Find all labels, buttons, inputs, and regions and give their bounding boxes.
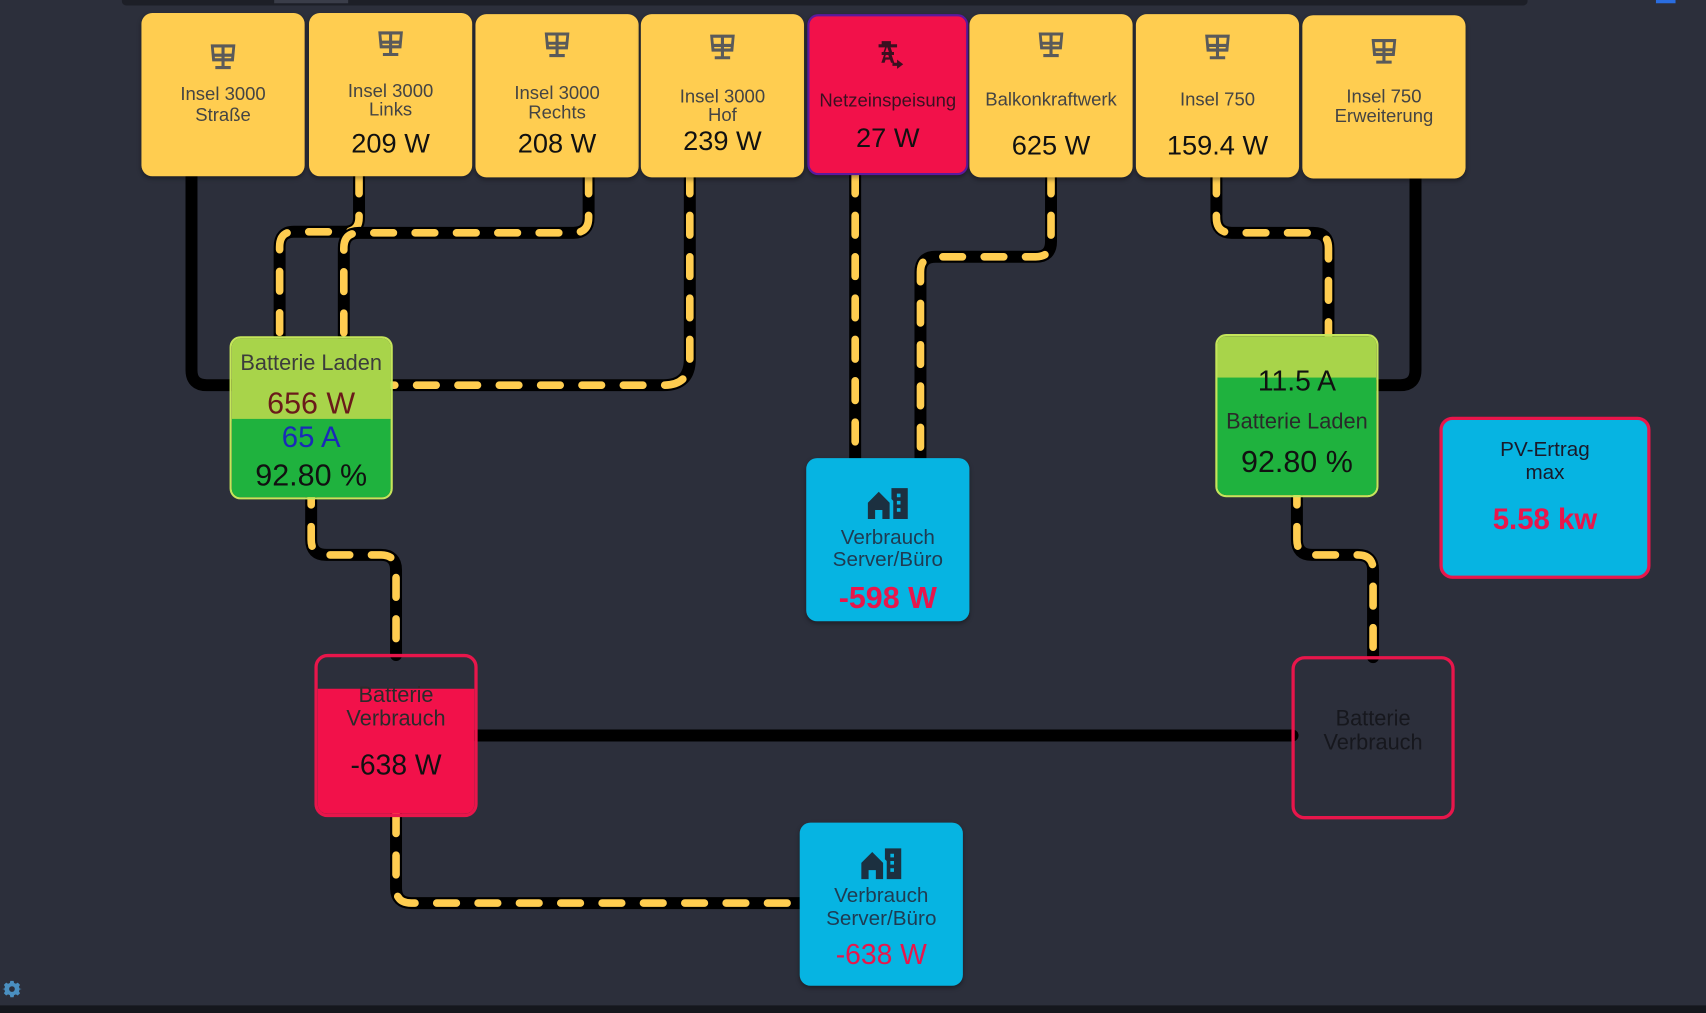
house-building-icon	[861, 848, 902, 880]
house-building-icon	[867, 488, 908, 520]
wire-rechts-battery-flow	[340, 170, 593, 344]
battery-left-level	[231, 418, 391, 498]
source-label: Insel 750	[1179, 89, 1256, 110]
wire-right-battery-use	[1290, 490, 1380, 664]
source-tile-insel3000-strasse[interactable]: Insel 3000 Straße	[141, 13, 305, 177]
wire-hof-battery-flow	[387, 170, 694, 389]
battery-use-value: -638 W	[350, 748, 442, 782]
solar-panel-icon	[1038, 32, 1064, 58]
wire-battery-use-consumer-flow	[392, 810, 807, 907]
wire-left-battery-use	[305, 490, 403, 662]
wire-balkon-consumer-flow	[916, 170, 1055, 463]
battery-use-left-fill	[317, 688, 475, 814]
bottom-bar	[0, 1005, 1706, 1013]
source-label: Insel 3000	[180, 83, 266, 105]
top-corner-indicator	[1655, 0, 1676, 4]
consumer-value: -638 W	[835, 937, 927, 971]
solar-panel-icon	[1371, 38, 1397, 64]
battery-right-soc: 92.80 %	[1241, 445, 1353, 479]
source-label: Netzeinspeisung	[819, 90, 957, 111]
battery-use-left-tile[interactable]: Batterie Verbrauch -638 W	[314, 653, 478, 818]
battery-left-current: 65 A	[281, 421, 341, 454]
source-sublabel: Straße	[195, 104, 251, 126]
battery-right-label: Batterie Laden	[1226, 410, 1368, 435]
source-tile-netzeinspeisung[interactable]: Netzeinspeisung 27 W	[807, 14, 969, 176]
consumer-bottom-tile[interactable]: Verbrauch Server/Büro -638 W	[799, 822, 963, 986]
wire-balkon-consumer	[914, 168, 1058, 466]
wire-erweiterung-battery	[1371, 168, 1422, 392]
source-value: 159.4 W	[1166, 130, 1269, 162]
wire-insel750-battery	[1210, 168, 1335, 344]
consumer-label: Verbrauch	[834, 884, 929, 908]
pv-yield-label: PV-Ertrag	[1500, 438, 1590, 462]
wire-links-battery-flow	[275, 170, 363, 344]
wire-hof-battery	[385, 168, 696, 392]
top-bar	[121, 0, 1528, 6]
battery-use-right-tile[interactable]: Batterie Verbrauch	[1291, 656, 1455, 820]
source-value: 625 W	[1011, 130, 1091, 162]
battery-left-tile[interactable]: Batterie Laden 656 W 65 A 92.80 %	[229, 336, 393, 500]
source-label: Balkonkraftwerk	[985, 89, 1117, 110]
source-tile-insel3000-links[interactable]: Insel 3000 Links 209 W	[308, 13, 473, 177]
pv-yield-value: 5.58 kw	[1492, 502, 1598, 536]
source-sublabel: Hof	[708, 104, 737, 126]
settings-gear-icon[interactable]	[2, 979, 22, 999]
source-value: 208 W	[517, 128, 597, 159]
wire-left-battery-use-flow	[307, 492, 400, 659]
source-tile-insel750[interactable]: Insel 750 159.4 W	[1135, 14, 1300, 178]
battery-use-label: Batterie	[358, 683, 434, 708]
solar-panel-icon	[210, 44, 236, 70]
battery-left-soc: 92.80 %	[255, 458, 368, 492]
battery-use-sublabel: Verbrauch	[346, 707, 446, 732]
battery-left-power: 656 W	[267, 386, 356, 420]
top-bar-tab[interactable]	[274, 0, 349, 4]
transmission-tower-icon	[878, 41, 904, 69]
wire-rechts-battery	[337, 168, 595, 346]
source-sublabel: Rechts	[528, 102, 586, 123]
battery-right-level	[1217, 377, 1377, 496]
battery-right-header	[1217, 336, 1377, 380]
solar-panel-icon	[710, 34, 735, 60]
battery-left-header	[231, 338, 391, 422]
battery-right-current: 11.5 A	[1257, 364, 1336, 398]
wire-insel750-battery-flow	[1212, 170, 1333, 342]
source-label: Insel 3000	[514, 82, 600, 104]
source-label: Insel 3000	[347, 80, 434, 102]
consumer-label: Verbrauch	[840, 526, 935, 550]
solar-panel-icon	[378, 31, 403, 57]
battery-left-label: Batterie Laden	[240, 351, 382, 376]
source-value: 209 W	[351, 128, 430, 159]
battery-right-tile[interactable]: 11.5 A Batterie Laden 92.80 %	[1215, 334, 1379, 498]
wire-strasse-battery	[185, 168, 239, 392]
consumer-sublabel: Server/Büro	[826, 907, 937, 931]
consumer-top-tile[interactable]: Verbrauch Server/Büro -598 W	[806, 458, 970, 622]
source-tile-insel3000-rechts[interactable]: Insel 3000 Rechts 208 W	[475, 14, 639, 178]
source-tile-insel3000-hof[interactable]: Insel 3000 Hof 239 W	[640, 14, 805, 178]
pv-yield-max-tile[interactable]: PV-Ertrag max 5.58 kw	[1439, 416, 1651, 579]
pv-yield-sublabel: max	[1525, 461, 1565, 485]
wire-right-battery-use-flow	[1293, 492, 1377, 662]
consumer-sublabel: Server/Büro	[832, 548, 943, 572]
source-sublabel: Links	[369, 99, 413, 120]
battery-use-label: Batterie	[1335, 707, 1411, 732]
source-sublabel: Erweiterung	[1334, 105, 1434, 127]
solar-panel-icon	[1205, 34, 1230, 60]
source-tile-balkonkraftwerk[interactable]: Balkonkraftwerk 625 W	[969, 14, 1133, 178]
source-value: 239 W	[683, 126, 762, 157]
source-label: Insel 750	[1346, 85, 1422, 107]
source-label: Insel 3000	[679, 85, 766, 107]
wire-battery-use-consumer	[390, 807, 809, 910]
source-tile-insel750-erweiterung[interactable]: Insel 750 Erweiterung	[1302, 15, 1466, 179]
solar-panel-icon	[544, 32, 570, 58]
source-value: 27 W	[856, 122, 920, 154]
battery-use-sublabel: Verbrauch	[1323, 731, 1423, 756]
consumer-value: -598 W	[838, 581, 937, 615]
